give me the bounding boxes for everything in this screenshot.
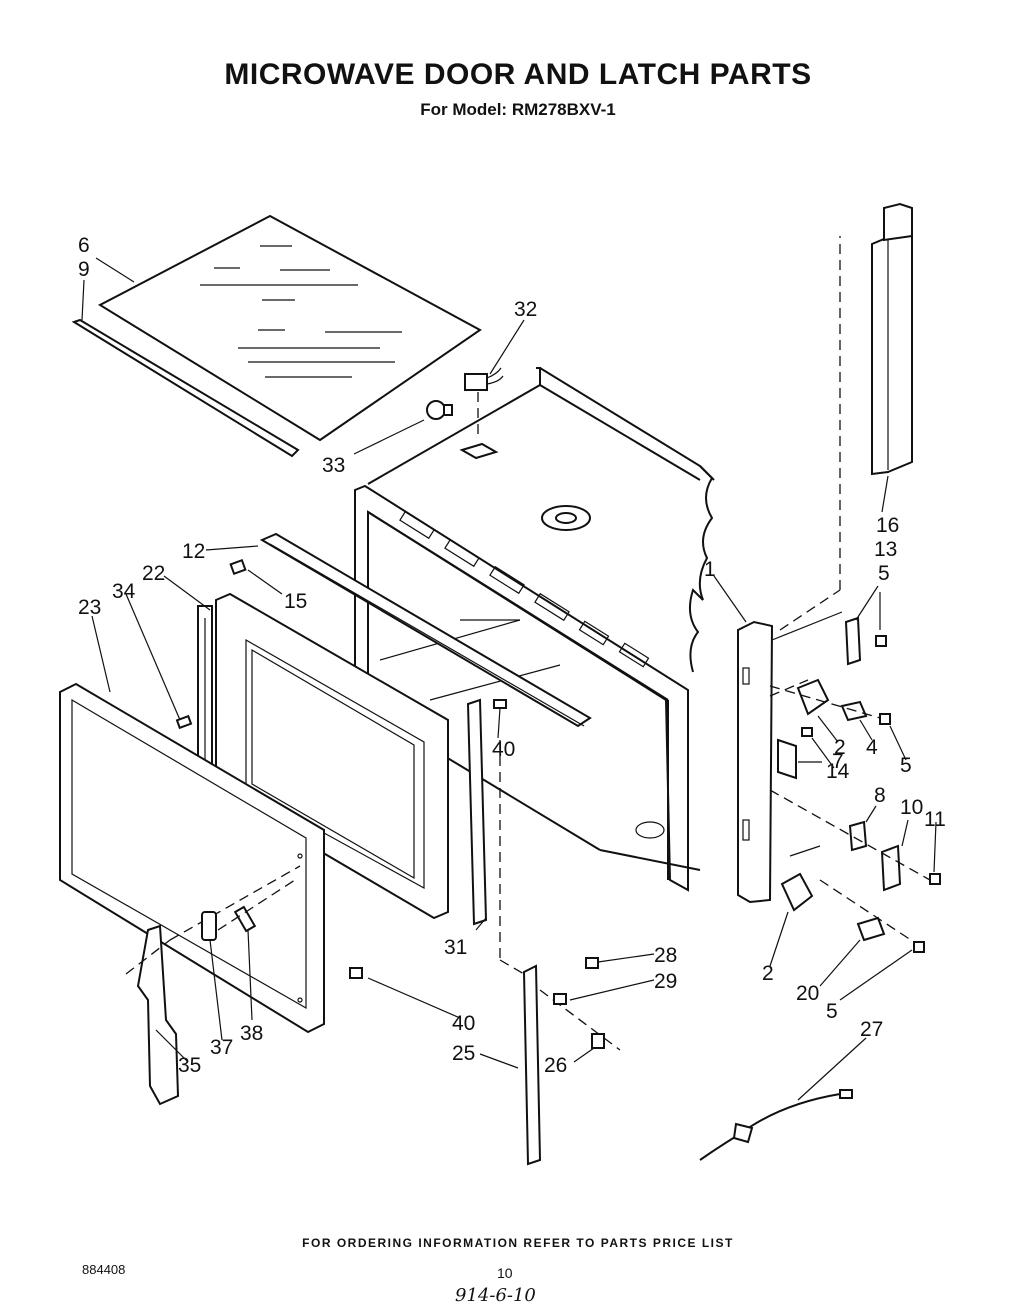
ordering-note: FOR ORDERING INFORMATION REFER TO PARTS … <box>302 1236 734 1250</box>
callout-23: 23 <box>78 596 101 619</box>
lamp-socket-part <box>426 367 504 460</box>
callout-4: 4 <box>866 736 878 759</box>
wire-harness-part <box>699 1089 853 1161</box>
callout-20: 20 <box>796 982 819 1005</box>
leader-lines <box>81 257 937 1101</box>
callout-8: 8 <box>874 784 886 807</box>
hinge-bar-part <box>229 532 592 728</box>
callout-25: 25 <box>452 1042 475 1065</box>
callout-labels: 6 9 32 33 12 22 15 34 23 40 31 1 16 13 5… <box>78 234 946 1077</box>
callout-40-bottom: 40 <box>452 1012 475 1035</box>
callout-37: 37 <box>210 1036 233 1059</box>
glass-panel-part <box>97 214 482 442</box>
document-number: 884408 <box>82 1262 126 1277</box>
callout-5-middle: 5 <box>900 754 912 777</box>
callout-13: 13 <box>874 538 897 561</box>
callout-10: 10 <box>900 796 923 819</box>
callout-33: 33 <box>322 454 345 477</box>
callout-28: 28 <box>654 944 677 967</box>
latch-assembly-part <box>737 236 931 947</box>
callout-7: 7 <box>832 750 844 773</box>
callout-35: 35 <box>178 1054 201 1077</box>
callout-29: 29 <box>654 970 677 993</box>
callout-26: 26 <box>544 1054 567 1077</box>
callout-16: 16 <box>876 514 899 537</box>
callout-5-top: 5 <box>878 562 890 585</box>
callout-2-lower: 2 <box>762 962 774 985</box>
callout-6: 6 <box>78 234 90 257</box>
model-subtitle: For Model: RM278BXV-1 <box>420 100 616 119</box>
callout-38: 38 <box>240 1022 263 1045</box>
callout-32: 32 <box>514 298 537 321</box>
callout-14: 14 <box>826 760 850 783</box>
callout-1: 1 <box>704 558 716 581</box>
page-number: 10 <box>497 1265 513 1281</box>
gasket-strip-part <box>71 318 300 458</box>
latch-plate-part <box>466 698 501 960</box>
handwritten-note: 914-6-10 <box>455 1285 536 1306</box>
latch-arm-part <box>125 865 301 1106</box>
callout-11: 11 <box>924 808 946 831</box>
callout-27: 27 <box>860 1018 883 1041</box>
callout-31: 31 <box>444 936 467 959</box>
callout-22: 22 <box>142 562 165 585</box>
callout-9: 9 <box>78 258 90 281</box>
callout-15: 15 <box>284 590 307 613</box>
callout-40-top: 40 <box>492 738 515 761</box>
vertical-channel-part <box>871 202 913 476</box>
interlock-bracket-part <box>499 957 621 1166</box>
callout-12: 12 <box>182 540 205 563</box>
callout-5-bottom: 5 <box>826 1000 838 1023</box>
callout-2-upper: 2 <box>834 736 846 759</box>
door-outer-frame-part <box>59 682 325 1034</box>
latch-spring-part <box>201 877 299 941</box>
screws <box>175 635 941 979</box>
callout-34: 34 <box>112 580 136 603</box>
page-title: MICROWAVE DOOR AND LATCH PARTS <box>224 58 812 91</box>
